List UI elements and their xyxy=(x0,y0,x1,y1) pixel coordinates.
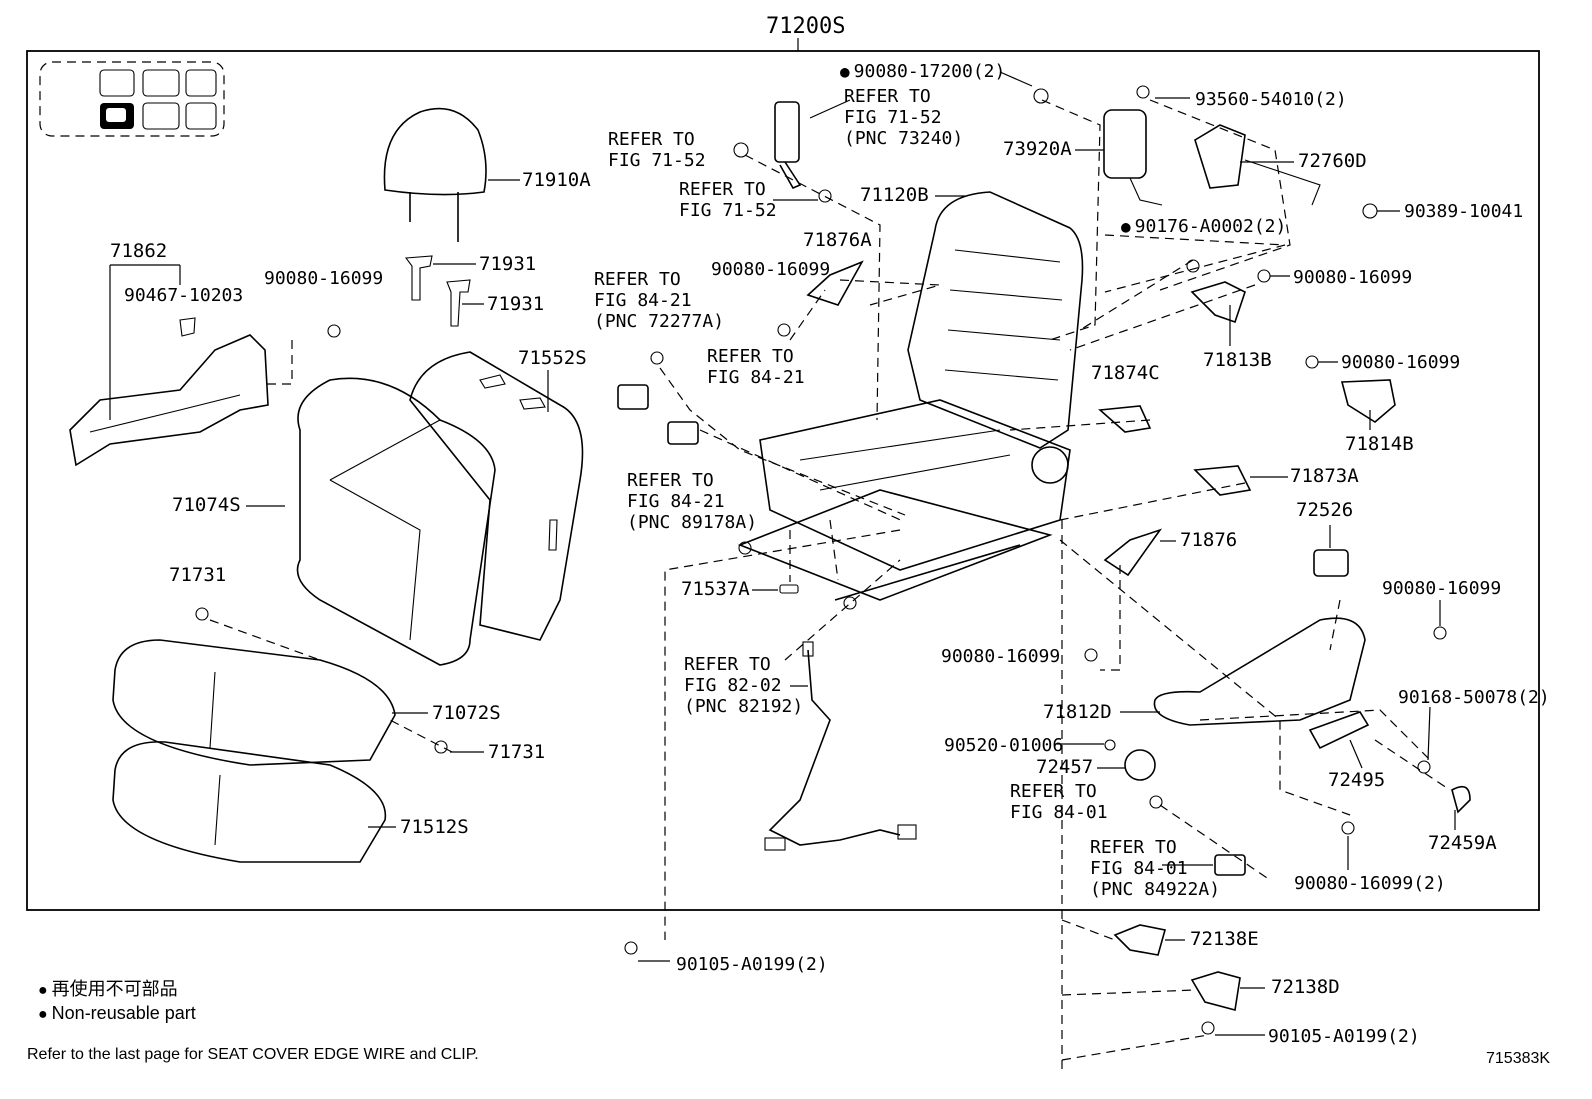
headrest-guide-drawing xyxy=(404,255,471,327)
switch-72526-drawing xyxy=(1313,549,1349,577)
lever-72495-drawing xyxy=(1308,711,1370,750)
part-90520-01006: 90520-01006 xyxy=(944,735,1064,756)
part-71120b: 71120B xyxy=(860,184,929,206)
part-71731-a: 71731 xyxy=(169,564,227,586)
seatback-cover-drawing xyxy=(296,377,496,666)
refer-fig-84-01[interactable]: REFER TO FIG 84-01 xyxy=(1010,781,1108,823)
part-71931-a: 71931 xyxy=(479,253,537,275)
part-71873a: 71873A xyxy=(1290,465,1359,487)
part-71814b: 71814B xyxy=(1345,433,1414,455)
part-93560-54010: 93560-54010(2) xyxy=(1195,89,1347,110)
legend-non-reusable-jp: 再使用不可部品 xyxy=(38,979,178,1001)
cover-72459a-drawing xyxy=(1451,785,1471,814)
part-71074s: 71074S xyxy=(172,494,241,516)
part-71072s: 71072S xyxy=(432,702,501,724)
part-72760d: 72760D xyxy=(1298,150,1367,172)
connector-72277a-drawing xyxy=(617,384,649,410)
assembly-frame xyxy=(26,50,1540,911)
seat-side-cover-drawing xyxy=(69,317,269,467)
part-90176-a0002: 90176-A0002(2) xyxy=(1121,216,1287,237)
part-90080-16099-c: 90080-16099 xyxy=(1293,267,1413,288)
part-72495: 72495 xyxy=(1328,769,1386,791)
part-72526: 72526 xyxy=(1296,499,1354,521)
bracket-71876a-drawing xyxy=(806,260,864,306)
part-90080-16099-f: 90080-16099 xyxy=(941,646,1061,667)
part-71931-b: 71931 xyxy=(487,293,545,315)
part-90080-16099-a: 90080-16099 xyxy=(264,268,384,289)
part-71537a: 71537A xyxy=(681,578,750,600)
footnote: Refer to the last page for SEAT COVER ED… xyxy=(27,1046,479,1063)
part-90168-50078: 90168-50078(2) xyxy=(1398,687,1550,708)
clip-72138e-drawing xyxy=(1113,924,1167,956)
knob-72457-drawing xyxy=(1124,749,1156,781)
wire-harness-drawing xyxy=(768,649,901,846)
part-90080-16099-b: 90080-16099 xyxy=(711,259,831,280)
part-90080-16099-d: 90080-16099 xyxy=(1341,352,1461,373)
part-72138e: 72138E xyxy=(1190,928,1259,950)
part-90080-16099-e: 90080-16099 xyxy=(1382,578,1502,599)
part-71862: 71862 xyxy=(110,240,168,262)
bracket-71874c-drawing xyxy=(1098,405,1152,433)
refer-fig-71-52-pnc-73240[interactable]: REFER TO FIG 71-52 (PNC 73240) xyxy=(844,86,964,149)
seat-position-inset-icon xyxy=(39,61,225,137)
part-71731-b: 71731 xyxy=(488,741,546,763)
part-90080-17200: 90080-17200(2) xyxy=(840,61,1006,82)
part-71910a: 71910A xyxy=(522,169,591,191)
clip-72138d-drawing xyxy=(1190,971,1241,1012)
seatback-pad-drawing xyxy=(409,351,584,641)
figure-code: 715383K xyxy=(1486,1050,1551,1067)
part-71874c: 71874C xyxy=(1091,362,1160,384)
part-71876a: 71876A xyxy=(803,229,872,251)
connector-89178a-drawing xyxy=(667,421,699,445)
part-90080-16099-g: 90080-16099(2) xyxy=(1294,873,1446,894)
part-72138d: 72138D xyxy=(1271,976,1340,998)
assembly-number: 71200S xyxy=(766,14,846,39)
refer-fig-84-21[interactable]: REFER TO FIG 84-21 xyxy=(707,346,805,388)
side-shield-drawing xyxy=(1153,617,1366,726)
refer-fig-82-02-pnc-82192[interactable]: REFER TO FIG 82-02 (PNC 82192) xyxy=(684,654,804,717)
refer-fig-84-01-pnc-84922a[interactable]: REFER TO FIG 84-01 (PNC 84922A) xyxy=(1090,837,1221,900)
plug-90520-drawing xyxy=(1104,739,1116,751)
bracket-71813b-drawing xyxy=(1190,281,1246,324)
cushion-cover-drawing xyxy=(112,639,396,766)
assembly-dashed-lines xyxy=(209,99,1451,1070)
part-90389-10041: 90389-10041 xyxy=(1404,201,1524,222)
part-71813b: 71813B xyxy=(1203,349,1272,371)
legend-non-reusable-en: Non-reusable part xyxy=(38,1003,196,1025)
part-90467-10203: 90467-10203 xyxy=(124,285,244,306)
bracket-71814b-drawing xyxy=(1340,379,1396,423)
refer-fig-71-52-b[interactable]: REFER TO FIG 71-52 xyxy=(679,179,777,221)
part-72459a: 72459A xyxy=(1428,832,1497,854)
part-71876: 71876 xyxy=(1180,529,1238,551)
part-90105-a0199-a: 90105-A0199(2) xyxy=(676,954,828,975)
part-71812d: 71812D xyxy=(1043,701,1112,723)
refer-fig-84-21-pnc-89178a[interactable]: REFER TO FIG 84-21 (PNC 89178A) xyxy=(627,470,758,533)
bracket-71876-drawing xyxy=(1103,528,1163,577)
part-73920a: 73920A xyxy=(1003,138,1072,160)
cushion-pad-drawing xyxy=(112,741,387,863)
part-71512s: 71512S xyxy=(400,816,469,838)
headrest-drawing xyxy=(383,107,487,242)
refer-fig-71-52-a[interactable]: REFER TO FIG 71-52 xyxy=(608,129,706,171)
belt-buckle-drawing xyxy=(774,101,802,190)
seat-frame-drawing xyxy=(737,191,1084,610)
part-71552s: 71552S xyxy=(518,347,587,369)
connector-84922a-drawing xyxy=(1214,854,1246,876)
refer-fig-84-21-pnc-72277a[interactable]: REFER TO FIG 84-21 (PNC 72277A) xyxy=(594,269,725,332)
sensor-bracket-drawing xyxy=(1194,124,1321,206)
part-90105-a0199-b: 90105-A0199(2) xyxy=(1268,1026,1420,1047)
bracket-71873a-drawing xyxy=(1193,465,1252,496)
part-72457: 72457 xyxy=(1036,756,1094,778)
leader-lines xyxy=(109,71,1456,1036)
side-airbag-drawing xyxy=(1103,109,1163,206)
